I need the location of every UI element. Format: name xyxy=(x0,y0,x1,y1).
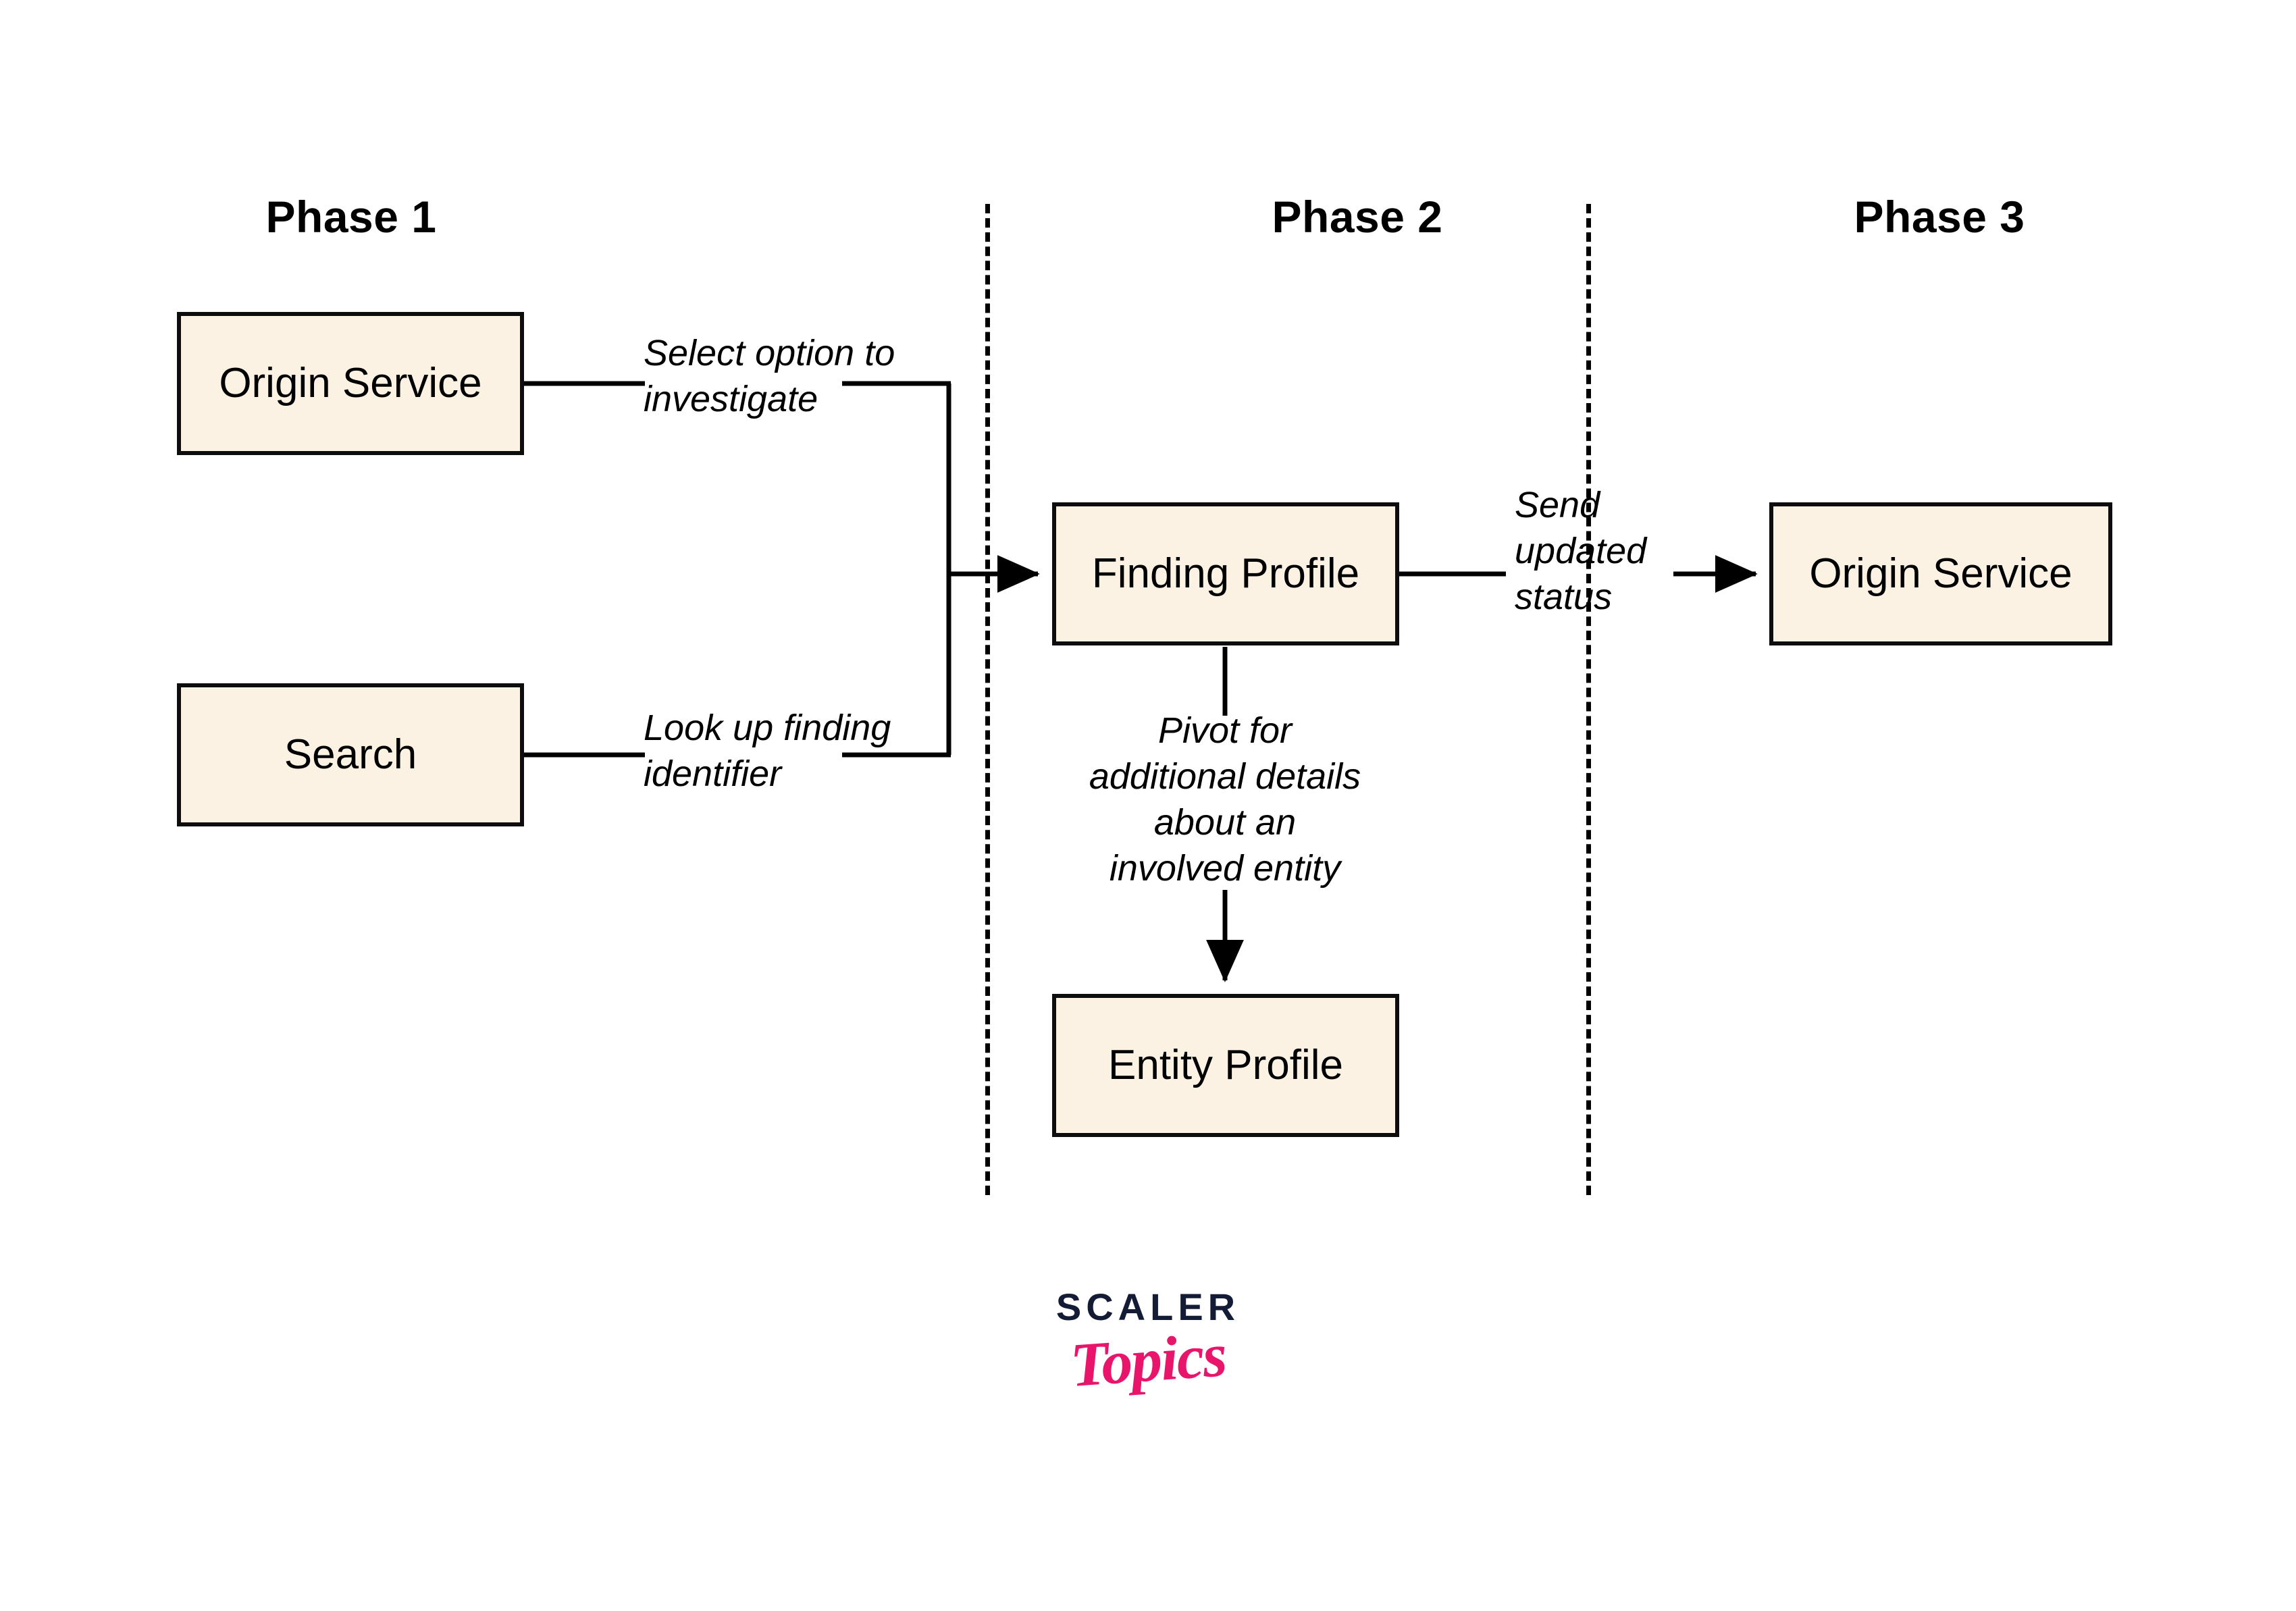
logo-word-scaler: SCALER xyxy=(1055,1286,1241,1328)
edge-label-send-updated-status: Send updated status xyxy=(1515,485,1647,618)
edge-label-select-option: Select option to investigate xyxy=(644,333,895,420)
phase-divider-1 xyxy=(985,204,990,1195)
phase-divider-2 xyxy=(1586,204,1591,1195)
node-search[interactable]: Search xyxy=(177,683,524,826)
logo-word-topics: Topics xyxy=(1068,1320,1228,1400)
edge-select-option-path xyxy=(524,381,951,589)
node-entity-profile[interactable]: Entity Profile xyxy=(1052,994,1399,1137)
edge-label-pivot-details: Pivot for additional details about an in… xyxy=(1089,710,1361,889)
phase-2-title: Phase 2 xyxy=(1272,192,1443,242)
node-finding-profile[interactable]: Finding Profile xyxy=(1052,502,1399,645)
edge-look-up-finding-path xyxy=(524,585,951,758)
phase-3-title: Phase 3 xyxy=(1854,192,2025,242)
scaler-topics-logo: SCALER Topics xyxy=(1055,1286,1241,1400)
phase-1-title: Phase 1 xyxy=(265,192,437,242)
edge-label-look-up-finding: Look up finding identifier xyxy=(644,708,891,795)
node-origin-service-phase3[interactable]: Origin Service xyxy=(1769,502,2112,645)
node-origin-service-phase1[interactable]: Origin Service xyxy=(177,312,524,455)
